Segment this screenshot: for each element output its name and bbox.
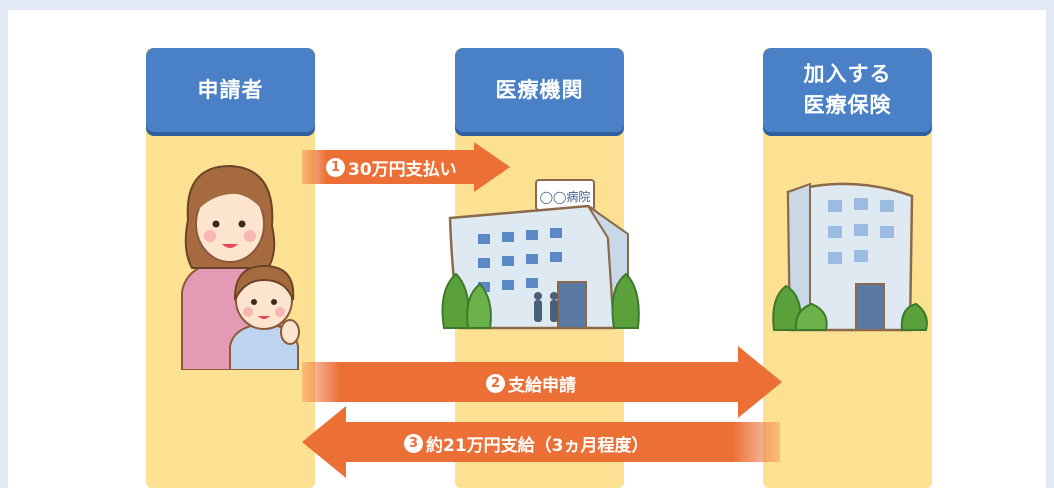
hospital-illustration: ◯◯病院 [441, 179, 640, 330]
step-2-badge: 2 [486, 374, 505, 393]
applicant-header: 申請者 [146, 48, 315, 132]
reimbursement-arrow-text: 約21万円支給（3ヵ月程度） [426, 436, 649, 456]
application-arrow [302, 346, 782, 418]
insurer-building-illustration [772, 182, 928, 332]
mother-child-illustration [181, 164, 300, 370]
step-3-badge: 3 [404, 434, 423, 453]
payment-arrow-label: 1 30万円支払い [326, 155, 457, 180]
application-arrow-label: 2 支給申請 [486, 371, 576, 396]
payment-arrow-text: 30万円支払い [348, 160, 457, 180]
step-1-badge: 1 [326, 158, 345, 177]
hospital-sign-text: ◯◯病院 [540, 189, 591, 204]
insurer-header: 加入する 医療保険 [763, 48, 932, 132]
reimbursement-arrow-label: 3 約21万円支給（3ヵ月程度） [404, 431, 649, 456]
application-arrow-text: 支給申請 [508, 376, 576, 396]
reimbursement-arrow [302, 406, 780, 478]
medical-institution-header: 医療機関 [455, 48, 624, 132]
payment-arrow [302, 142, 510, 192]
applicant-column: 申請者 [146, 48, 315, 488]
diagram-panel: 申請者 医療機関 加入する 医療保険 [8, 10, 1046, 488]
